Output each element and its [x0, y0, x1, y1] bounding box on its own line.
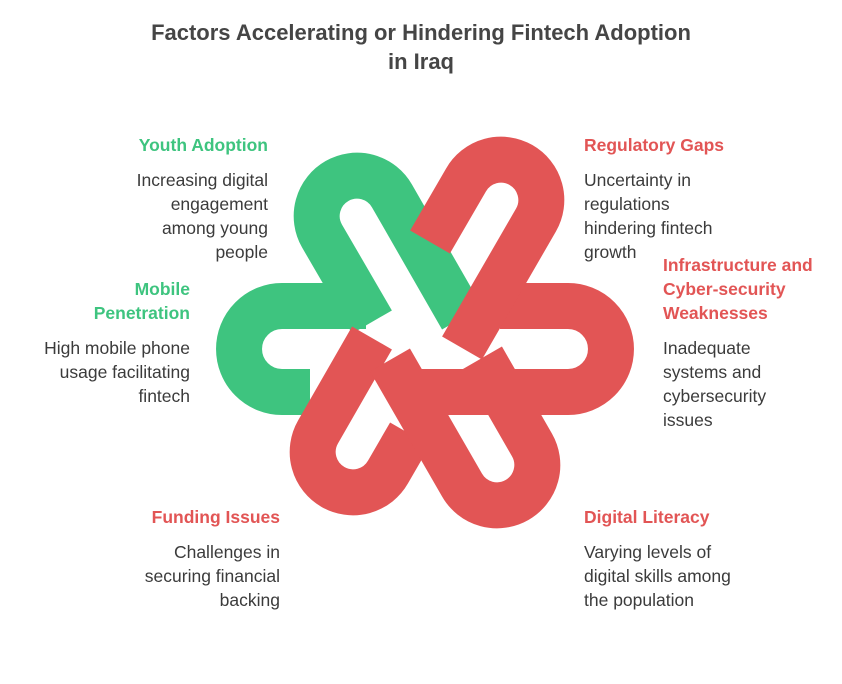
factor-name: Infrastructure and Cyber-security Weakne…	[663, 255, 813, 323]
factor-description: High mobile phone usage facilitating fin…	[44, 338, 190, 406]
loop-regulatory-gaps	[410, 136, 565, 360]
factor-description: Inadequate systems and cybersecurity iss…	[663, 338, 767, 430]
factor-description: Increasing digital engagement among youn…	[136, 170, 268, 262]
factor-name: Mobile Penetration	[93, 279, 190, 323]
diagram-title: Factors Accelerating or Hindering Fintec…	[0, 18, 842, 76]
factor-name: Digital Literacy	[584, 507, 710, 527]
factor-description: Uncertainty in regulations hindering fin…	[584, 170, 713, 262]
loop-digital-literacy	[370, 346, 561, 529]
factor-mobile-penetration: Mobile Penetration High mobile phone usa…	[0, 277, 190, 408]
title-line-2: in Iraq	[387, 49, 454, 74]
factor-name: Youth Adoption	[138, 135, 268, 155]
factor-infrastructure: Infrastructure and Cyber-security Weakne…	[663, 253, 838, 432]
factor-description: Challenges in securing financial backing	[144, 542, 280, 610]
factor-name: Funding Issues	[151, 507, 280, 527]
loop-infrastructure	[412, 283, 634, 415]
factor-digital-literacy: Digital Literacy Varying levels of digit…	[584, 505, 834, 612]
factor-description: Varying levels of digital skills among t…	[584, 542, 731, 610]
factor-name: Regulatory Gaps	[584, 135, 725, 155]
factor-funding-issues: Funding Issues Challenges in securing fi…	[30, 505, 280, 612]
loop-youth-adoption	[293, 152, 482, 334]
factor-youth-adoption: Youth Adoption Increasing digital engage…	[18, 133, 268, 264]
loop-funding-issues	[289, 326, 430, 516]
title-line-1: Factors Accelerating or Hindering Fintec…	[151, 20, 691, 45]
loop-mobile-penetration	[216, 283, 366, 415]
factor-regulatory-gaps: Regulatory Gaps Uncertainty in regulatio…	[584, 133, 834, 264]
